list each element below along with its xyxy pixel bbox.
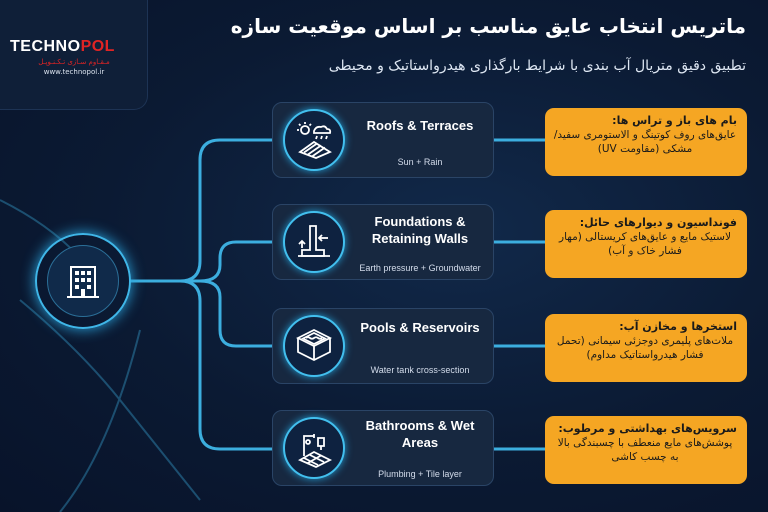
icon-circle xyxy=(283,109,345,171)
category-card-bathrooms: Bathrooms & Wet Areas Plumbing + Tile la… xyxy=(272,410,494,486)
card-caption: Sun + Rain xyxy=(397,157,443,167)
note-body: عایق‌های روف کوتینگ و الاستومری سفید/مشک… xyxy=(553,129,737,155)
note-roofs: بام های باز و تراس ها: عایق‌های روف کوتی… xyxy=(545,108,747,176)
category-card-foundations: Foundations & Retaining Walls Earth pres… xyxy=(272,204,494,280)
brand-url: www.technopol.ir xyxy=(43,68,105,76)
bathroom-plumbing-icon xyxy=(297,434,333,468)
card-title: Roofs & Terraces xyxy=(366,118,474,133)
card-caption: Water tank cross-section xyxy=(370,365,470,375)
brand-wordmark: TECHNOPOL xyxy=(10,38,115,56)
note-foundations: فونداسیون و دیوارهای حائل: لاستیک مایع و… xyxy=(545,210,747,278)
icon-circle xyxy=(283,417,345,479)
note-heading: سرویس‌های بهداشتی و مرطوب: xyxy=(558,422,737,435)
note-heading: فونداسیون و دیوارهای حائل: xyxy=(579,216,737,229)
brand-name-part1: TECHNO xyxy=(10,38,81,55)
building-icon xyxy=(67,266,99,298)
note-heading: استخرها و مخازن آب: xyxy=(619,320,737,333)
icon-circle xyxy=(283,315,345,377)
water-tank-icon xyxy=(295,328,333,362)
page-title: ماتریس انتخاب عایق مناسب بر اساس موقعیت … xyxy=(230,14,746,38)
roof-sun-rain-icon xyxy=(297,122,332,159)
card-caption: Earth pressure + Groundwater xyxy=(359,263,481,273)
card-title: Bathrooms & Wet Areas xyxy=(365,418,475,450)
note-body: لاستیک مایع و عایق‌های کریستالی (مهار فش… xyxy=(559,231,731,257)
category-card-roofs: Roofs & Terraces Sun + Rain xyxy=(272,102,494,178)
note-heading: بام های باز و تراس ها: xyxy=(612,114,737,127)
page-subtitle: تطبیق دقیق متریال آب بندی با شرایط بارگذ… xyxy=(328,58,746,74)
brand-tagline: مـقـاوم سـازی تـکـنـوپـل xyxy=(38,58,110,66)
note-body: پوشش‌های مایع منعطف با چسبندگی بالا به چ… xyxy=(557,437,733,463)
note-bathrooms: سرویس‌های بهداشتی و مرطوب: پوشش‌های مایع… xyxy=(545,416,747,484)
card-title: Foundations & Retaining Walls xyxy=(371,214,469,246)
brand-logo-card: TECHNOPOL مـقـاوم سـازی تـکـنـوپـل www.t… xyxy=(0,0,148,110)
category-card-pools: Pools & Reservoirs Water tank cross-sect… xyxy=(272,308,494,384)
card-title: Pools & Reservoirs xyxy=(360,320,480,335)
note-pools: استخرها و مخازن آب: ملات‌های پلیمری دوجز… xyxy=(545,314,747,382)
retaining-wall-icon xyxy=(298,225,330,257)
card-caption: Plumbing + Tile layer xyxy=(378,469,462,479)
note-body: ملات‌های پلیمری دوجزئی سیمانی (تحمل فشار… xyxy=(556,335,734,361)
brand-name-part2: POL xyxy=(80,38,115,55)
hub-circle xyxy=(35,233,131,329)
icon-circle xyxy=(283,211,345,273)
